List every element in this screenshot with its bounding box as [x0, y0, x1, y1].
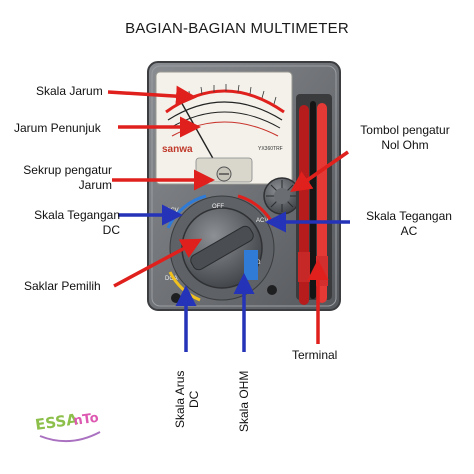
- label-tegangan-ac-line2: AC: [400, 224, 418, 238]
- label-jarum-penunjuk: Jarum Penunjuk: [14, 121, 101, 135]
- label-tegangan-ac-line1: Skala Tegangan: [366, 209, 452, 223]
- zero-ohm-knob: [263, 177, 301, 215]
- svg-text:DCA: DCA: [165, 276, 178, 282]
- model-label: YX360TRF: [258, 146, 283, 152]
- test-leads: [296, 94, 332, 305]
- label-sekrup-line1: Sekrup pengatur: [23, 163, 112, 177]
- range-selector: DCV ACV DCA Ω OFF: [165, 194, 276, 302]
- label-terminal: Terminal: [292, 348, 338, 362]
- label-arus-dc-line2: DC: [187, 390, 201, 408]
- label-tegangan-dc-line1: Skala Tegangan: [34, 208, 120, 222]
- arrow-tombol: [290, 150, 349, 192]
- arrow-skala-jarum: [107, 85, 197, 107]
- label-arus-dc: Skala Arus DC: [173, 371, 201, 428]
- arrow-saklar: [113, 238, 203, 288]
- svg-text:ESSA: ESSA: [34, 410, 79, 434]
- label-skala-jarum: Skala Jarum: [36, 84, 103, 98]
- label-sekrup-line2: Jarum: [78, 178, 112, 192]
- svg-text:Ω: Ω: [256, 260, 261, 266]
- label-tombol: Tombol pengatur Nol Ohm: [346, 123, 464, 153]
- svg-text:nTo: nTo: [72, 411, 99, 429]
- label-arus-dc-line1: Skala Arus: [173, 370, 187, 428]
- label-tegangan-dc: Skala Tegangan DC: [12, 208, 120, 238]
- watermark-logo: ESSA nTo: [34, 410, 101, 443]
- label-saklar: Saklar Pemilih: [24, 279, 101, 293]
- label-sekrup: Sekrup pengatur Jarum: [14, 163, 112, 193]
- label-ohm: Skala OHM: [237, 370, 251, 432]
- label-tombol-line2: Nol Ohm: [381, 138, 429, 152]
- svg-text:ACV: ACV: [256, 218, 268, 224]
- brand-logo: sanwa: [162, 144, 193, 155]
- label-tombol-line1: Tombol pengatur: [360, 123, 450, 137]
- svg-text:OFF: OFF: [212, 204, 224, 210]
- label-tegangan-dc-line2: DC: [102, 223, 120, 237]
- diagram-title: BAGIAN-BAGIAN MULTIMETER: [125, 20, 349, 37]
- label-tegangan-ac: Skala Tegangan AC: [354, 209, 464, 239]
